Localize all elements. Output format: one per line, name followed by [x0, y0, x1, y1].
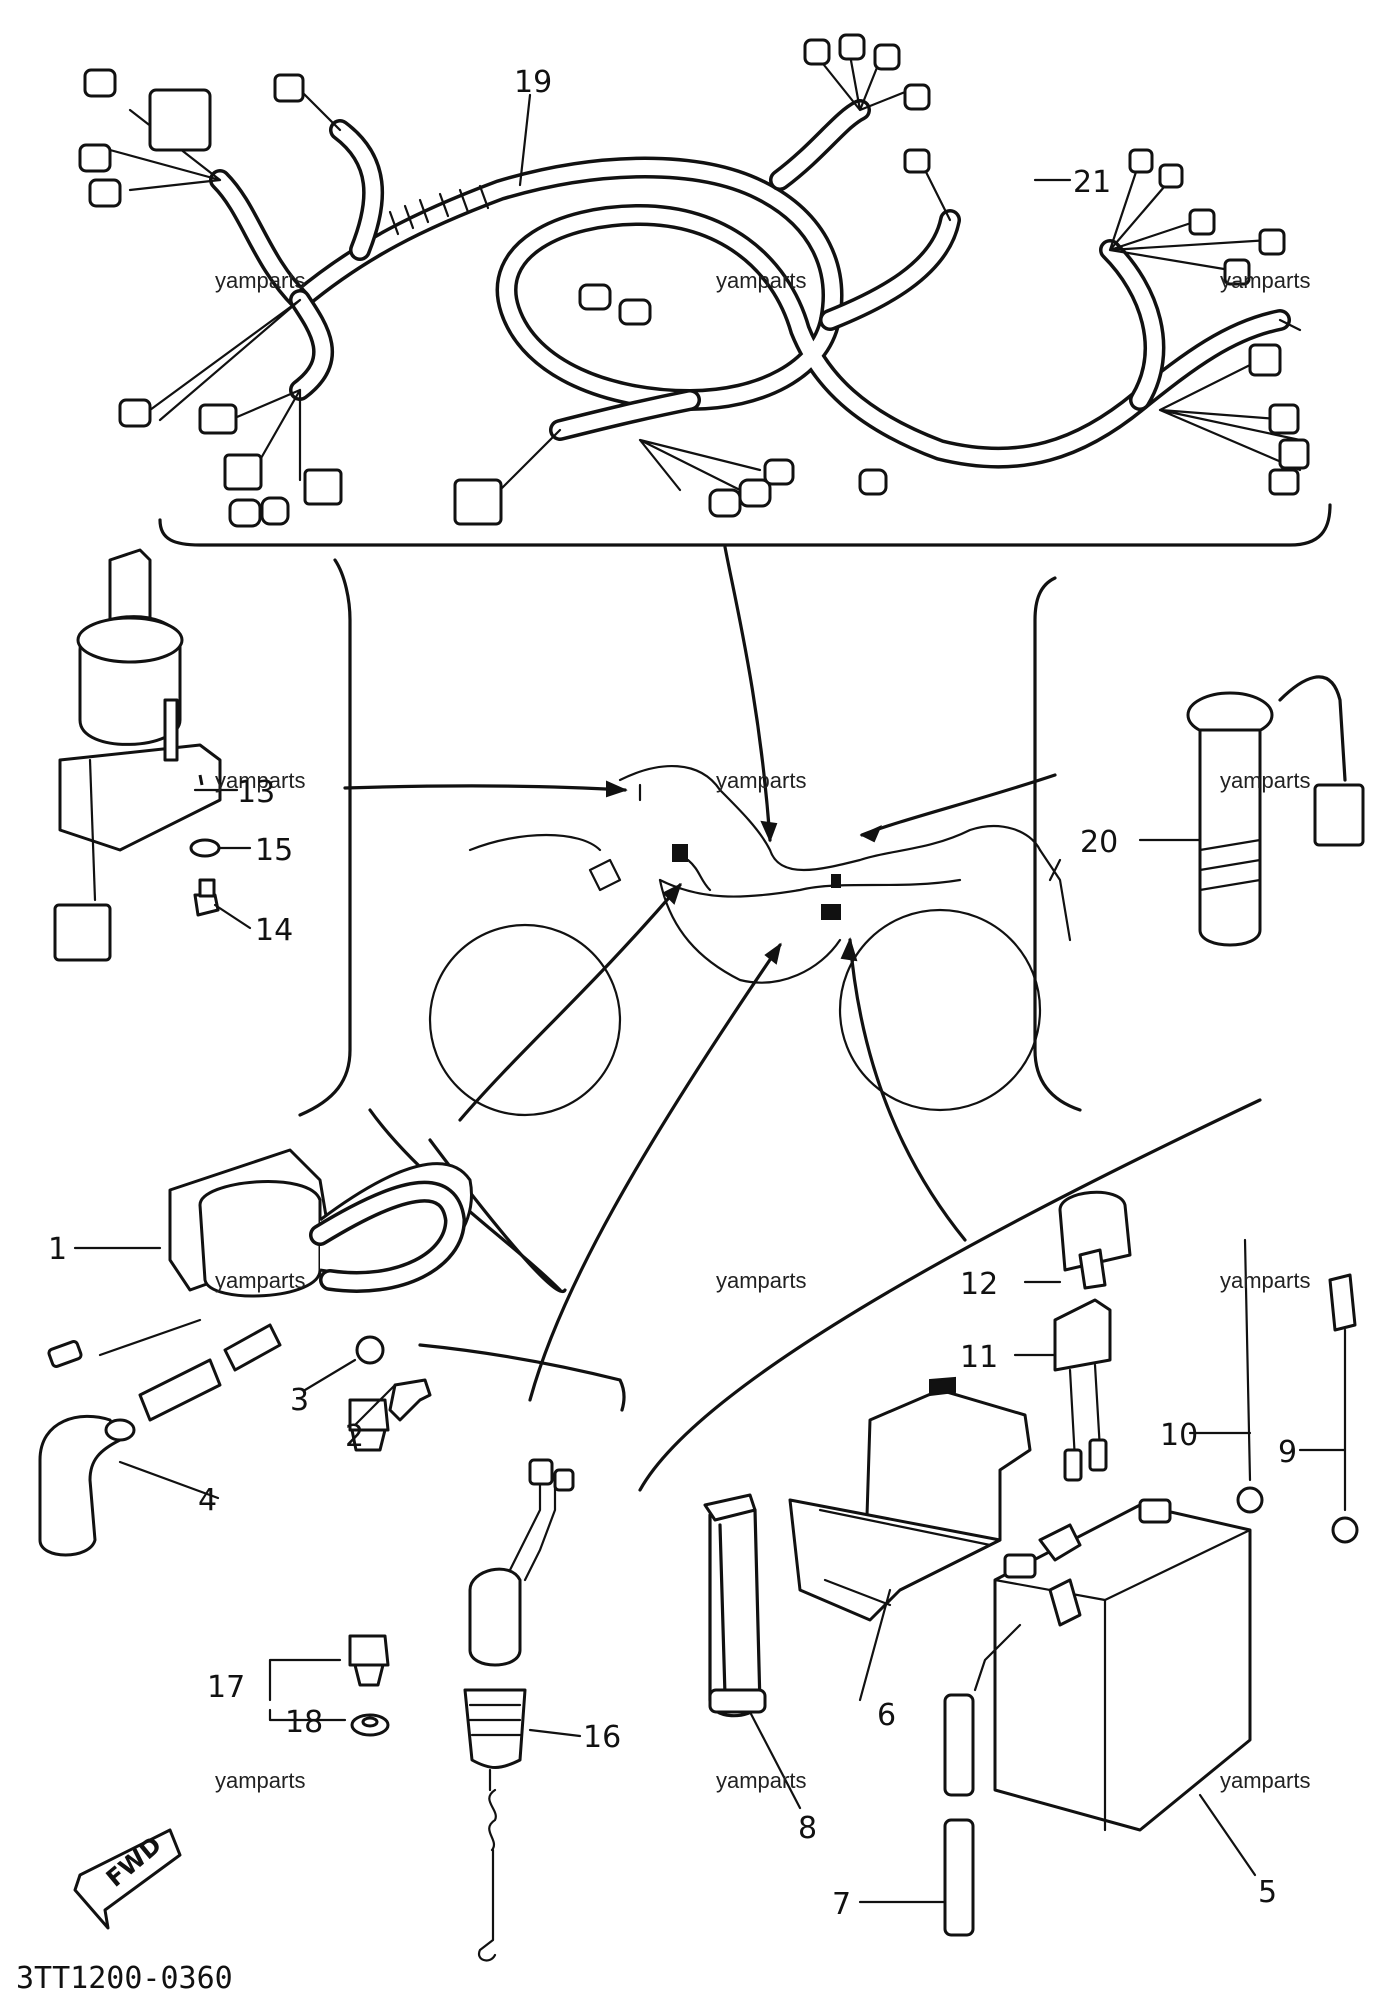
part-number-15: 15 [255, 833, 293, 868]
part-number-3: 3 [290, 1383, 309, 1418]
part-number-7: 7 [832, 1887, 851, 1922]
watermark-text: yamparts [1220, 768, 1310, 793]
part-number-19: 19 [514, 65, 552, 100]
section-brackets [298, 545, 1262, 1492]
watermarks: yamparts yamparts yamparts yamparts yamp… [215, 268, 1310, 1793]
watermark-text: yamparts [215, 768, 305, 793]
part-number-20: 20 [1080, 825, 1118, 860]
watermark-text: yamparts [716, 1268, 806, 1293]
watermark-text: yamparts [215, 268, 305, 293]
part-number-16: 16 [583, 1720, 621, 1755]
drawing-code: 3TT1200-0360 [16, 1961, 233, 1996]
watermark-text: yamparts [1220, 1268, 1310, 1293]
part-number-2: 2 [345, 1419, 364, 1454]
part-number-6: 6 [877, 1698, 896, 1733]
part-number-5: 5 [1258, 1875, 1277, 1910]
part-number-4: 4 [198, 1483, 217, 1518]
watermark-text: yamparts [1220, 268, 1310, 293]
fwd-arrow: FWD [73, 1828, 182, 1930]
part-number-14: 14 [255, 913, 293, 948]
part-number-12: 12 [960, 1267, 998, 1302]
part-number-11: 11 [960, 1340, 998, 1375]
part-number-10: 10 [1160, 1418, 1198, 1453]
ignition-coil-drawing [38, 1148, 473, 1557]
part-number-21: 21 [1073, 165, 1111, 200]
motorcycle-silhouette [428, 764, 1072, 1117]
part-number-8: 8 [798, 1811, 817, 1846]
watermark-text: yamparts [716, 1768, 806, 1793]
part-number-18: 18 [285, 1705, 323, 1740]
callout-leaders [73, 93, 1347, 1904]
thermo-unit-drawing [1186, 675, 1365, 947]
part-number-1: 1 [48, 1232, 67, 1267]
part-number-17: 17 [207, 1670, 245, 1705]
wire-harness-drawing [78, 33, 1332, 547]
part-callouts: 1 2 3 4 5 6 7 8 9 10 11 12 13 14 15 16 1… [48, 65, 1297, 1922]
ignition-switch-drawing [53, 548, 222, 962]
watermark-text: yamparts [716, 268, 806, 293]
watermark-text: yamparts [716, 768, 806, 793]
part-number-13: 13 [237, 775, 275, 810]
watermark-text: yamparts [215, 1268, 305, 1293]
neutral-switch-drawing [268, 1398, 575, 1962]
watermark-text: yamparts [215, 1768, 305, 1793]
part-number-9: 9 [1278, 1435, 1297, 1470]
watermark-text: yamparts [1220, 1768, 1310, 1793]
